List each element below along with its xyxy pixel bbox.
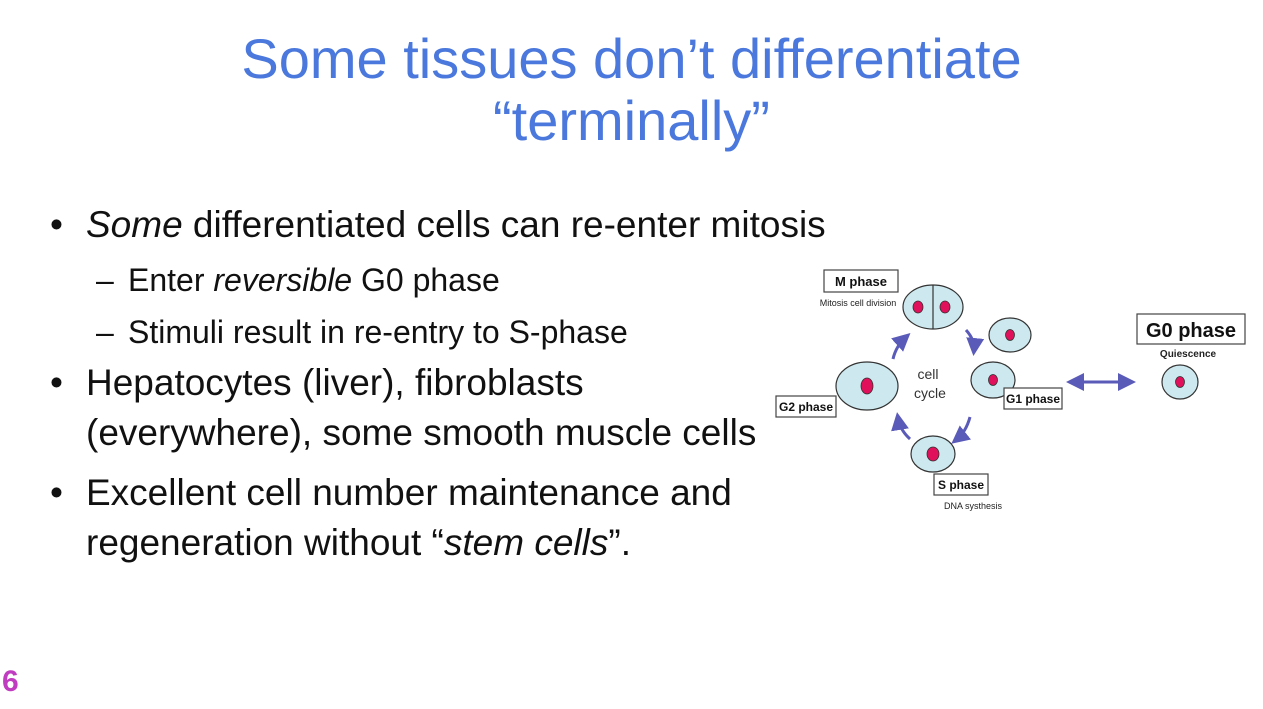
m-phase-box [823, 269, 899, 293]
arrow-m-to-g1 [964, 328, 985, 356]
bullet-dot: • [50, 362, 63, 403]
arrow-g2-to-m [891, 332, 911, 360]
title-line-1: Some tissues don’t differentiate [241, 27, 1022, 90]
bullet-1-emphasis: Some [86, 204, 183, 245]
bullet-list: • Some differentiated cells can re-enter… [48, 200, 838, 572]
bullet-3-post: ”. [608, 522, 631, 563]
bullet-dot: • [50, 472, 63, 513]
s-phase-description: DNA systhesis [944, 501, 1003, 511]
s-cell [910, 435, 956, 473]
sub-bullet-1: – Enter reversible G0 phase [48, 254, 838, 306]
s-phase-box [933, 473, 989, 496]
bullet-3: • Excellent cell number maintenance and … [48, 468, 838, 568]
cell-cycle-diagram: M phase Mitosis cell division cell cy [775, 269, 1246, 511]
m-phase-label: M phase [835, 274, 887, 289]
cycle-label-line-1: cell [917, 366, 938, 382]
bullet-dot: • [50, 204, 63, 245]
slide-title: Some tissues don’t differentiate “termin… [0, 28, 1263, 152]
s-phase-label: S phase [938, 478, 984, 492]
g0-cell [1161, 364, 1199, 400]
sub-bullet-dash: – [96, 314, 114, 350]
title-line-2: “terminally” [493, 89, 770, 152]
bullet-3-pre: Excellent cell number maintenance and re… [86, 472, 732, 563]
g2-cell [835, 361, 899, 411]
arrow-g1-to-s [951, 416, 972, 444]
sub-bullet-2: – Stimuli result in re-entry to S-phase [48, 306, 838, 358]
g2-phase-box [775, 395, 837, 418]
g0-phase-label: G0 phase [1146, 320, 1236, 342]
dividing-cell [902, 284, 964, 330]
bullet-3-emphasis: stem cells [443, 522, 609, 563]
g0-phase-description: Quiescence [1160, 349, 1217, 360]
bullet-2: • Hepatocytes (liver), fibroblasts (ever… [48, 358, 806, 458]
daughter-cell [988, 317, 1032, 353]
cycle-label-line-2: cycle [914, 385, 946, 401]
bullet-1: • Some differentiated cells can re-enter… [48, 200, 838, 250]
sub-bullet-2-text: Stimuli result in re-entry to S-phase [128, 314, 628, 350]
g0-phase-box [1136, 313, 1246, 345]
sub-bullet-1-emphasis: reversible [213, 262, 353, 298]
arrow-s-to-g2 [891, 412, 912, 441]
m-phase-description: Mitosis cell division [820, 298, 897, 308]
sub-bullet-1-post: G0 phase [352, 262, 500, 298]
slide-number: 6 [2, 665, 19, 698]
sub-bullet-dash: – [96, 262, 114, 298]
bullet-1-text: differentiated cells can re-enter mitosi… [182, 204, 826, 245]
g1-phase-label: G1 phase [1006, 392, 1060, 406]
g2-phase-label: G2 phase [779, 400, 833, 414]
bullet-2-text: Hepatocytes (liver), fibroblasts (everyw… [86, 362, 757, 453]
sub-bullet-1-pre: Enter [128, 262, 214, 298]
g1-phase-box [1003, 387, 1063, 410]
